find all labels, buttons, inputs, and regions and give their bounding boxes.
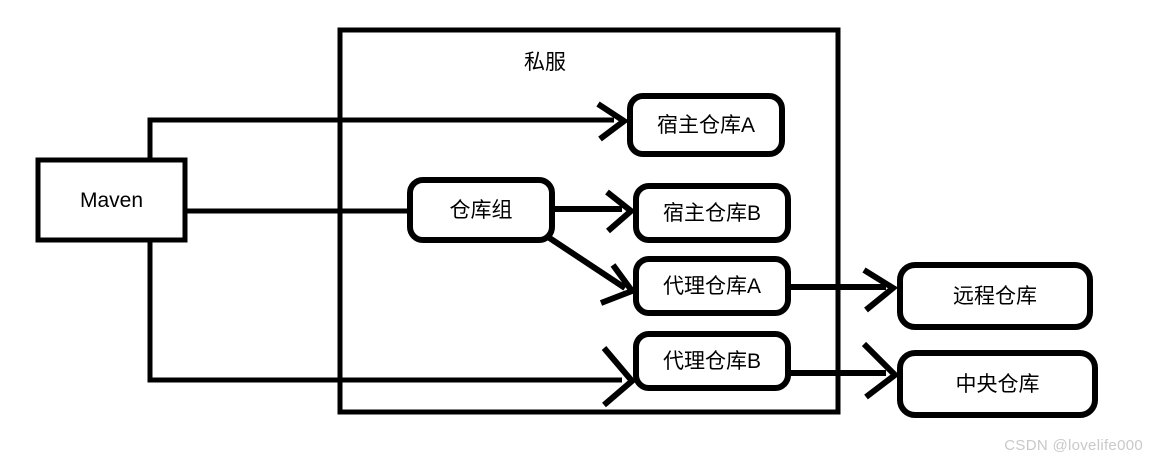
edge-group-to-proxy-a <box>546 234 637 306</box>
node-host-b-shape[interactable] <box>633 183 791 243</box>
edge-proxy-b-to-central <box>789 341 900 400</box>
node-maven-shape[interactable] <box>35 157 188 243</box>
node-central-shape[interactable] <box>897 350 1098 418</box>
csdn-watermark: CSDN @lovelife000 <box>1004 437 1143 454</box>
edge-maven-to-host-a <box>147 101 630 161</box>
node-host-a-shape[interactable] <box>627 93 785 157</box>
node-remote-shape[interactable] <box>897 262 1093 330</box>
node-proxy-a-shape[interactable] <box>633 256 791 316</box>
edge-maven-to-proxy-b <box>147 241 637 408</box>
edge-proxy-a-to-remote <box>789 267 899 313</box>
node-group-shape[interactable] <box>407 177 555 243</box>
node-proxy-b-shape[interactable] <box>633 331 791 391</box>
group-container-title: 私服 <box>524 51 566 74</box>
edge-group-to-host-b <box>553 189 636 234</box>
group-container-siufu <box>337 27 841 415</box>
